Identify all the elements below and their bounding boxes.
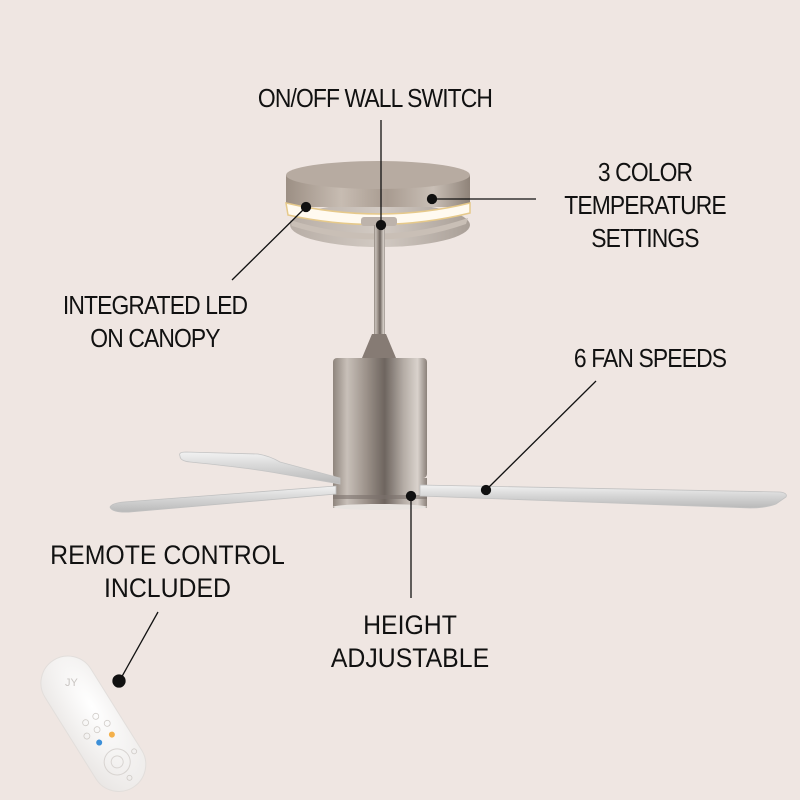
callout-line: ON CANOPY (90, 323, 220, 353)
callout-height-adjustable: HEIGHT ADJUSTABLE (318, 609, 502, 675)
callout-line: SETTINGS (591, 223, 699, 253)
downrod (374, 225, 385, 335)
callout-line: ON/OFF WALL SWITCH (257, 83, 493, 113)
fan-blades (109, 451, 787, 513)
canopy (285, 161, 471, 247)
callout-fan-speeds: 6 FAN SPEEDS (553, 342, 747, 375)
callout-line: TEMPERATURE (564, 190, 726, 220)
remote-control: JY (40, 655, 147, 792)
callout-line: HEIGHT (363, 610, 457, 640)
callout-line: REMOTE CONTROL (50, 540, 285, 570)
callout-color-temperature: 3 COLOR TEMPERATURE SETTINGS (544, 156, 746, 255)
callout-line: INCLUDED (104, 573, 231, 603)
downrod-collar (362, 334, 396, 358)
callout-line: INTEGRATED LED (62, 290, 248, 320)
callout-line: 6 FAN SPEEDS (573, 343, 727, 373)
callout-remote-control: REMOTE CONTROL INCLUDED (41, 539, 294, 605)
callout-integrated-led: INTEGRATED LED ON CANOPY (45, 289, 265, 355)
svg-text:JY: JY (65, 677, 79, 689)
callout-lines (112, 120, 597, 688)
callout-line: ADJUSTABLE (330, 643, 490, 673)
callout-wall-switch: ON/OFF WALL SWITCH (225, 82, 524, 115)
callout-line: 3 COLOR (597, 157, 693, 187)
motor-housing (333, 358, 427, 510)
